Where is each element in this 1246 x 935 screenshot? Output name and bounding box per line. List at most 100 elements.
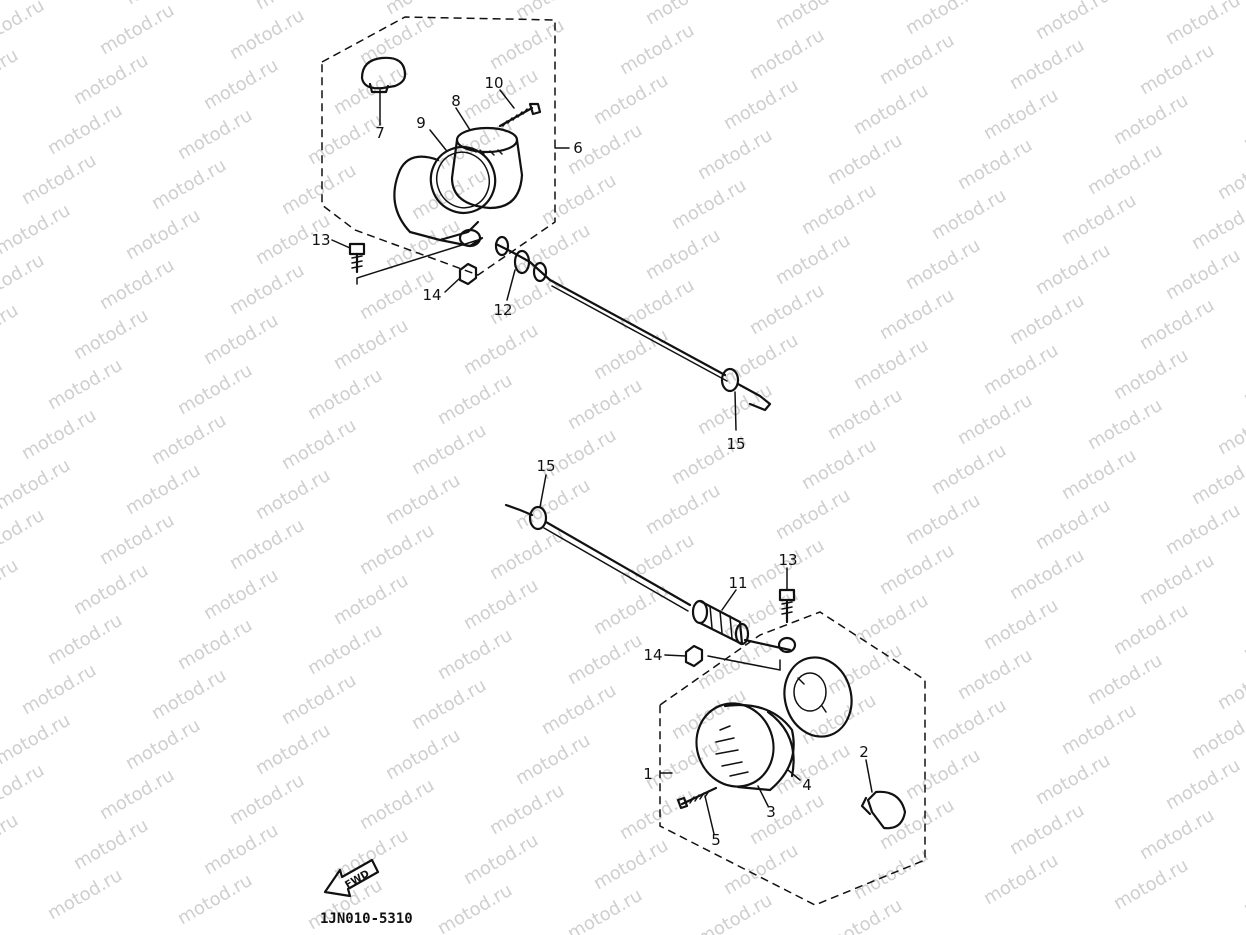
watermark-text: motod.ru	[18, 150, 100, 209]
lens-3-icon	[695, 702, 795, 792]
watermark-text: motod.ru	[174, 615, 256, 674]
watermark-text: motod.ru	[954, 135, 1036, 194]
watermark-text: motod.ru	[1162, 500, 1244, 559]
watermark-text: motod.ru	[928, 695, 1010, 754]
bulb-7-icon	[360, 56, 407, 94]
callout-6: 6	[573, 139, 583, 157]
watermark-text: motod.ru	[1006, 290, 1088, 349]
bolt-13-bottom-icon	[778, 588, 796, 624]
callout-leaders	[331, 89, 873, 835]
watermark-text: motod.ru	[44, 610, 126, 669]
watermark-text: motod.ru	[96, 255, 178, 314]
watermark-text: motod.ru	[96, 765, 178, 824]
callout-8: 8	[451, 92, 461, 110]
watermark-text: motod.ru	[174, 360, 256, 419]
watermark-text: motod.ru	[512, 220, 594, 279]
watermark-text: motod.ru	[200, 565, 282, 624]
watermark-text: motod.ru	[0, 300, 22, 359]
watermark-text: motod.ru	[148, 410, 230, 469]
lower-assembly-leader	[707, 655, 781, 671]
lower-wire	[544, 520, 692, 607]
watermark-text: motod.ru	[564, 375, 646, 434]
watermark-text: motod.ru	[434, 625, 516, 684]
callout-14-bottom: 14	[643, 646, 662, 664]
callout-2: 2	[859, 743, 869, 761]
watermark-text: motod.ru	[70, 560, 152, 619]
watermark-text: motod.ru	[1162, 755, 1244, 814]
screw-5-icon	[676, 786, 718, 810]
watermark-text: motod.ru	[1240, 605, 1246, 664]
watermark-text: motod.ru	[70, 815, 152, 874]
connector-15-bottom-icon	[504, 503, 548, 531]
watermark-text: motod.ru	[954, 645, 1036, 704]
watermark-text: motod.ru	[720, 330, 802, 389]
watermark-text: motod.ru	[564, 630, 646, 689]
callout-7: 7	[375, 124, 385, 142]
callout-5: 5	[711, 831, 721, 849]
upper-flasher-assembly	[321, 16, 772, 412]
watermark-text: motod.ru	[1058, 190, 1140, 249]
watermark-text: motod.ru	[746, 25, 828, 84]
watermark-text: motod.ru	[876, 795, 958, 854]
watermark-text: motod.ru	[876, 30, 958, 89]
watermark-text: motod.ru	[1032, 750, 1114, 809]
watermark-text: motod.ru	[772, 230, 854, 289]
watermark-text: motod.ru	[1136, 40, 1218, 99]
watermark-text: motod.ru	[0, 810, 22, 869]
watermark-text: motod.ru	[0, 760, 48, 819]
connector-15-top-icon	[720, 367, 772, 412]
watermark-text: motod.ru	[876, 285, 958, 344]
watermark-text: motod.ru	[1058, 700, 1140, 759]
watermark-text: motod.ru	[1084, 140, 1166, 199]
watermark-text: motod.ru	[850, 845, 932, 904]
watermark-text: motod.ru	[434, 370, 516, 429]
callout-9: 9	[416, 114, 426, 132]
watermark-text: motod.ru	[226, 260, 308, 319]
watermark-text: motod.ru	[1214, 145, 1246, 204]
watermark-text: motod.ru	[1110, 855, 1192, 914]
screw-10-icon	[498, 102, 542, 128]
watermark-text: motod.ru	[278, 415, 360, 474]
watermark-text: motod.ru	[486, 525, 568, 584]
watermark-text: motod.ru	[1214, 400, 1246, 459]
watermark-text: motod.ru	[720, 75, 802, 134]
watermark-text: motod.ru	[0, 505, 48, 564]
watermark-text: motod.ru	[122, 460, 204, 519]
watermark-text: motod.ru	[746, 280, 828, 339]
watermark-text: motod.ru	[512, 730, 594, 789]
lower-flasher-assembly	[504, 503, 926, 906]
watermark-text: motod.ru	[824, 130, 906, 189]
watermark-text: motod.ru	[1006, 800, 1088, 859]
watermark-text: motod.ru	[0, 250, 48, 309]
callout-10: 10	[484, 74, 503, 92]
watermark-text: motod.ru	[798, 180, 880, 239]
watermark-text: motod.ru	[460, 320, 542, 379]
watermark-text: motod.ru	[1188, 705, 1246, 764]
watermark-text: motod.ru	[876, 540, 958, 599]
watermark-text: motod.ru	[538, 680, 620, 739]
watermark-text: motod.ru	[174, 870, 256, 929]
watermark-text: motod.ru	[252, 720, 334, 779]
watermark-text: motod.ru	[200, 55, 282, 114]
watermark-text: motod.ru	[1214, 655, 1246, 714]
watermark-text: motod.ru	[148, 665, 230, 724]
callout-12: 12	[493, 301, 512, 319]
watermark-text: motod.ru	[486, 270, 568, 329]
watermark-text: motod.ru	[1084, 650, 1166, 709]
watermark-text: motod.ru	[590, 70, 672, 129]
watermark-text: motod.ru	[720, 840, 802, 899]
watermark-text: motod.ru	[148, 155, 230, 214]
callout-15-bottom: 15	[536, 457, 555, 475]
watermark-text: motod.ru	[642, 480, 724, 539]
upper-wire	[548, 278, 727, 377]
watermark-text: motod.ru	[356, 520, 438, 579]
watermark-text: motod.ru	[1006, 545, 1088, 604]
watermark-text: motod.ru	[928, 185, 1010, 244]
watermark-text: motod.ru	[902, 745, 984, 804]
watermark-text: motod.ru	[226, 5, 308, 64]
watermark-text: motod.ru	[0, 45, 22, 104]
watermark-text: motod.ru	[96, 0, 178, 59]
watermark-text: motod.ru	[980, 340, 1062, 399]
watermark-text: motod.ru	[1032, 240, 1114, 299]
